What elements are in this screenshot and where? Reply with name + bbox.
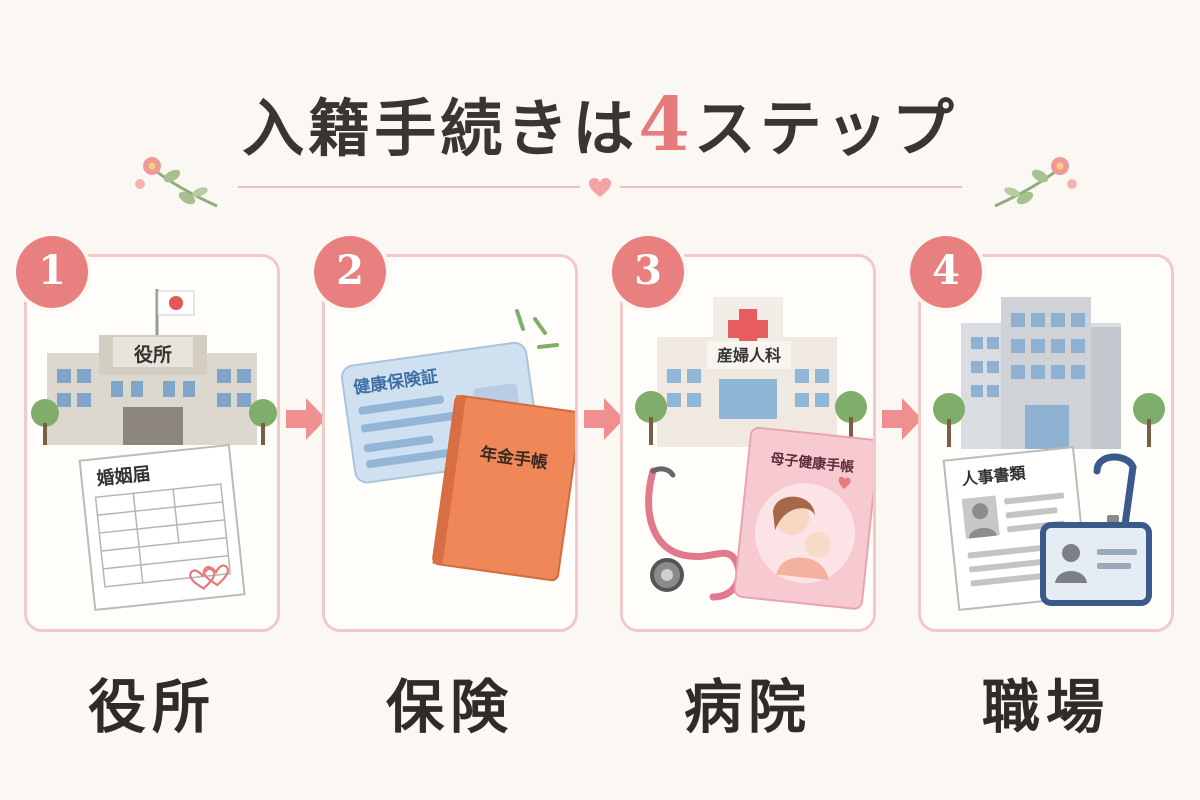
title-suffix: ステップ xyxy=(693,92,958,165)
title-divider-left xyxy=(238,186,580,188)
step-label-hospital: 病院 xyxy=(683,673,812,741)
double-heart-icon xyxy=(189,564,229,590)
building-sign-text: 役所 xyxy=(134,343,172,366)
title-prefix: 入籍手続きは xyxy=(242,92,639,165)
step-badge-3: 3 xyxy=(612,236,684,308)
flower-sprig-icon xyxy=(135,157,218,208)
step-card-city-hall: 役所 婚姻届 xyxy=(24,254,280,632)
arrow-right-icon xyxy=(584,398,624,440)
step-label-insurance: 保険 xyxy=(385,673,514,741)
step-card-workplace: 人事書類 xyxy=(918,254,1174,632)
step-badge-2: 2 xyxy=(314,236,386,308)
heart-icon xyxy=(589,178,611,197)
step-label-city-hall: 役所 xyxy=(87,673,216,741)
arrow-right-icon xyxy=(286,398,326,440)
step-badge-4: 4 xyxy=(910,236,982,308)
flower-sprig-icon xyxy=(994,157,1077,208)
step-badge-1: 1 xyxy=(16,236,88,308)
step-card-hospital: 産婦人科 母子健康手帳 xyxy=(620,254,876,632)
title-divider-right xyxy=(620,186,962,188)
page-title: 入籍手続きは4ステップ xyxy=(0,78,1200,168)
step-label-workplace: 職場 xyxy=(981,673,1110,741)
building-sign-text: 産婦人科 xyxy=(717,346,781,365)
japan-flag-icon xyxy=(169,296,183,310)
stethoscope-icon xyxy=(645,466,743,601)
step-card-insurance: 健康保険証 年金手帳 xyxy=(322,254,578,632)
arrow-right-icon xyxy=(882,398,922,440)
id-badge-icon xyxy=(1040,453,1152,606)
title-number: 4 xyxy=(638,82,694,168)
